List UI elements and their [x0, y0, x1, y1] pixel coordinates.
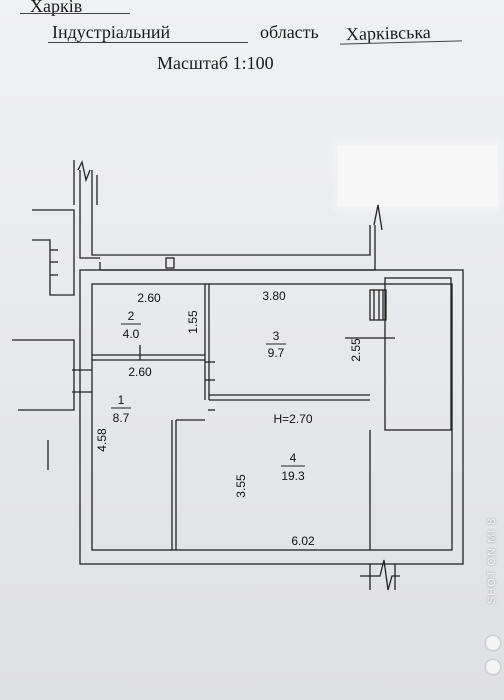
dim-room4-height: 3.55 [234, 474, 248, 498]
left-exterior-block [32, 209, 75, 296]
dim-room3-width: 3.80 [262, 289, 286, 303]
top-wall-outer [91, 170, 371, 256]
dim-ceiling-height: H=2.70 [273, 412, 312, 426]
right-balcony [384, 277, 452, 431]
room4-area: 19.3 [281, 469, 305, 483]
room3-number: 3 [273, 329, 280, 343]
dim-room4-width: 6.02 [291, 534, 315, 548]
camera-watermark: SHOT ON MI 8 [486, 517, 498, 604]
top-left-break [77, 160, 91, 183]
dim-room1-height: 4.58 [95, 428, 109, 452]
room4-number: 4 [290, 451, 297, 465]
top-wall-inner [99, 225, 376, 271]
top-right-break-1 [373, 204, 383, 231]
city-name: Харків [30, 0, 83, 16]
room1-number: 1 [118, 393, 125, 407]
right-window [369, 289, 387, 321]
outer-wall-outer [79, 269, 464, 565]
watermark-logo-dot-2 [486, 660, 500, 674]
room2-area: 4.0 [123, 327, 140, 341]
redacted-area [338, 145, 498, 207]
region-label: область [260, 22, 319, 42]
city-underline [20, 13, 130, 14]
district-underline [48, 42, 248, 43]
bottom-break [360, 559, 400, 591]
top-wall-left-stub [79, 170, 100, 259]
outer-wall-inner [91, 283, 453, 551]
room1-area: 8.7 [113, 411, 130, 425]
dim-room2-height: 1.55 [186, 310, 200, 334]
scale-label: Масштаб 1:100 [157, 53, 274, 73]
left-balcony [12, 339, 75, 411]
room3-area: 9.7 [268, 346, 285, 360]
dim-room3-height: 2.55 [349, 338, 363, 362]
watermark-logo-dot-1 [486, 636, 500, 650]
room2-number: 2 [128, 309, 135, 323]
dim-room2-width: 2.60 [137, 291, 161, 305]
dim-room1-width: 2.60 [128, 365, 152, 379]
district-name: Індустріальний [52, 22, 171, 42]
